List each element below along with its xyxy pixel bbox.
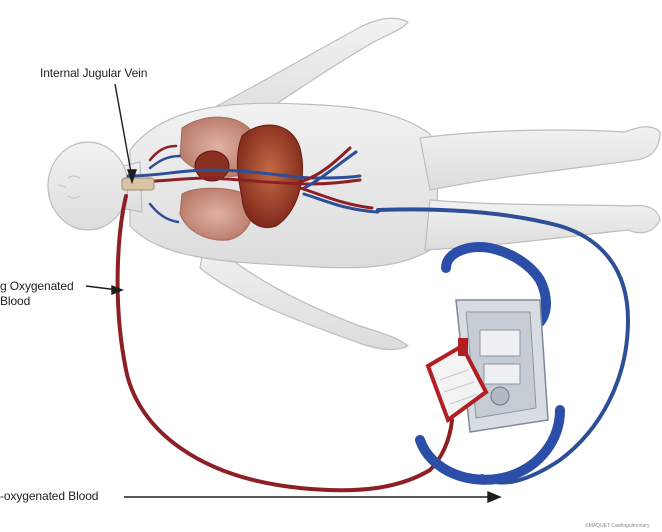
label-deoxygenated: -oxygenated Blood [0,489,98,503]
machine-module [480,330,520,356]
ecmo-machine [420,247,560,480]
jugular-cannula [122,178,154,190]
heart-chamber [195,151,229,181]
pump-head [491,387,509,405]
upper-leg [420,127,660,190]
label-internal-jugular-vein: Internal Jugular Vein [40,66,147,80]
red-connector [458,338,468,356]
image-credit: ©MAQUET Cardiopulmonary [585,523,649,529]
machine-module [484,364,520,384]
lower-leg [425,200,660,250]
label-oxygenated-line1: g Oxygenated [0,279,74,293]
label-oxygenated-line2: Blood [0,294,30,308]
